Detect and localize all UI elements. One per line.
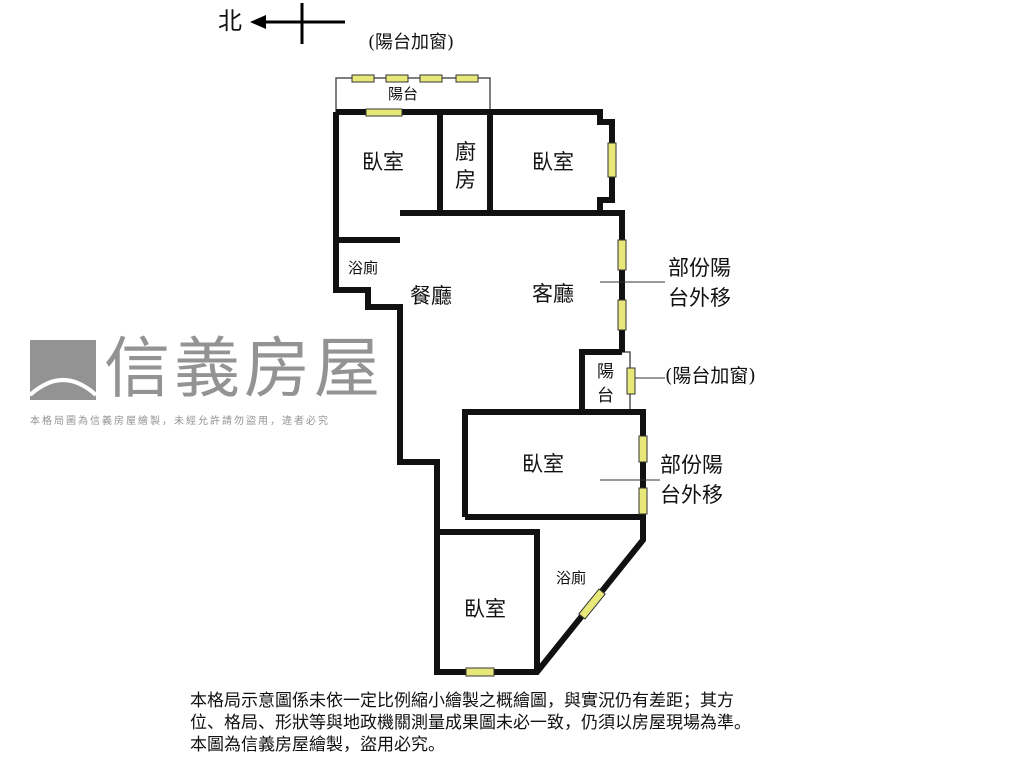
watermark-brand: 信義房屋 [104, 330, 384, 407]
bedroom-top-left-label: 臥室 [362, 150, 404, 174]
balcony-mid-label-1: 陽 [597, 362, 614, 382]
dining-label: 餐廳 [410, 284, 452, 308]
bath-left-label: 浴廁 [348, 259, 379, 277]
watermark-notice: 本格局圖為信義房屋繪製，未經允許請勿盜用，違者必究 [30, 416, 330, 427]
kitchen-label-1: 廚 [455, 140, 476, 164]
partial-balcony-note-2a: 部份陽 [660, 453, 723, 477]
north-label: 北 [218, 7, 242, 35]
bedroom-top-right-label: 臥室 [532, 150, 574, 174]
disclaimer-line-1: 本格局示意圖係未依一定比例縮小繪製之概繪圖，與實況仍有差距；其方 [190, 691, 734, 711]
leader-lines [600, 281, 665, 481]
partial-balcony-note-1b: 台外移 [668, 286, 731, 310]
walls [333, 109, 646, 675]
kitchen-label-2: 房 [455, 168, 476, 192]
bath-right-label: 浴廁 [556, 569, 587, 587]
disclaimer-line-2: 位、格局、形狀等與地政機關測量成果圖未必一致，仍須以房屋現場為準。 [190, 713, 751, 733]
balcony-window-note-mid: (陽台加窗) [665, 365, 756, 387]
windows [351, 74, 648, 677]
partial-balcony-note-2b: 台外移 [660, 483, 723, 507]
disclaimer-line-3: 本圖為信義房屋繪製，盜用必究。 [190, 735, 445, 755]
living-label: 客廳 [532, 282, 574, 306]
balcony-window-note-top: (陽台加窗) [368, 32, 455, 53]
balcony-top-label: 陽台 [388, 85, 419, 103]
partial-balcony-note-1a: 部份陽 [668, 256, 731, 280]
bedroom-bottom-label: 臥室 [464, 597, 506, 621]
balcony-outline [335, 77, 631, 410]
balcony-mid-label-2: 台 [597, 386, 614, 406]
bedroom-middle-label: 臥室 [522, 452, 564, 476]
north-arrow-icon [250, 3, 345, 44]
disclaimer: 本格局示意圖係未依一定比例縮小繪製之概繪圖，與實況仍有差距；其方 位、格局、形狀… [190, 690, 751, 756]
